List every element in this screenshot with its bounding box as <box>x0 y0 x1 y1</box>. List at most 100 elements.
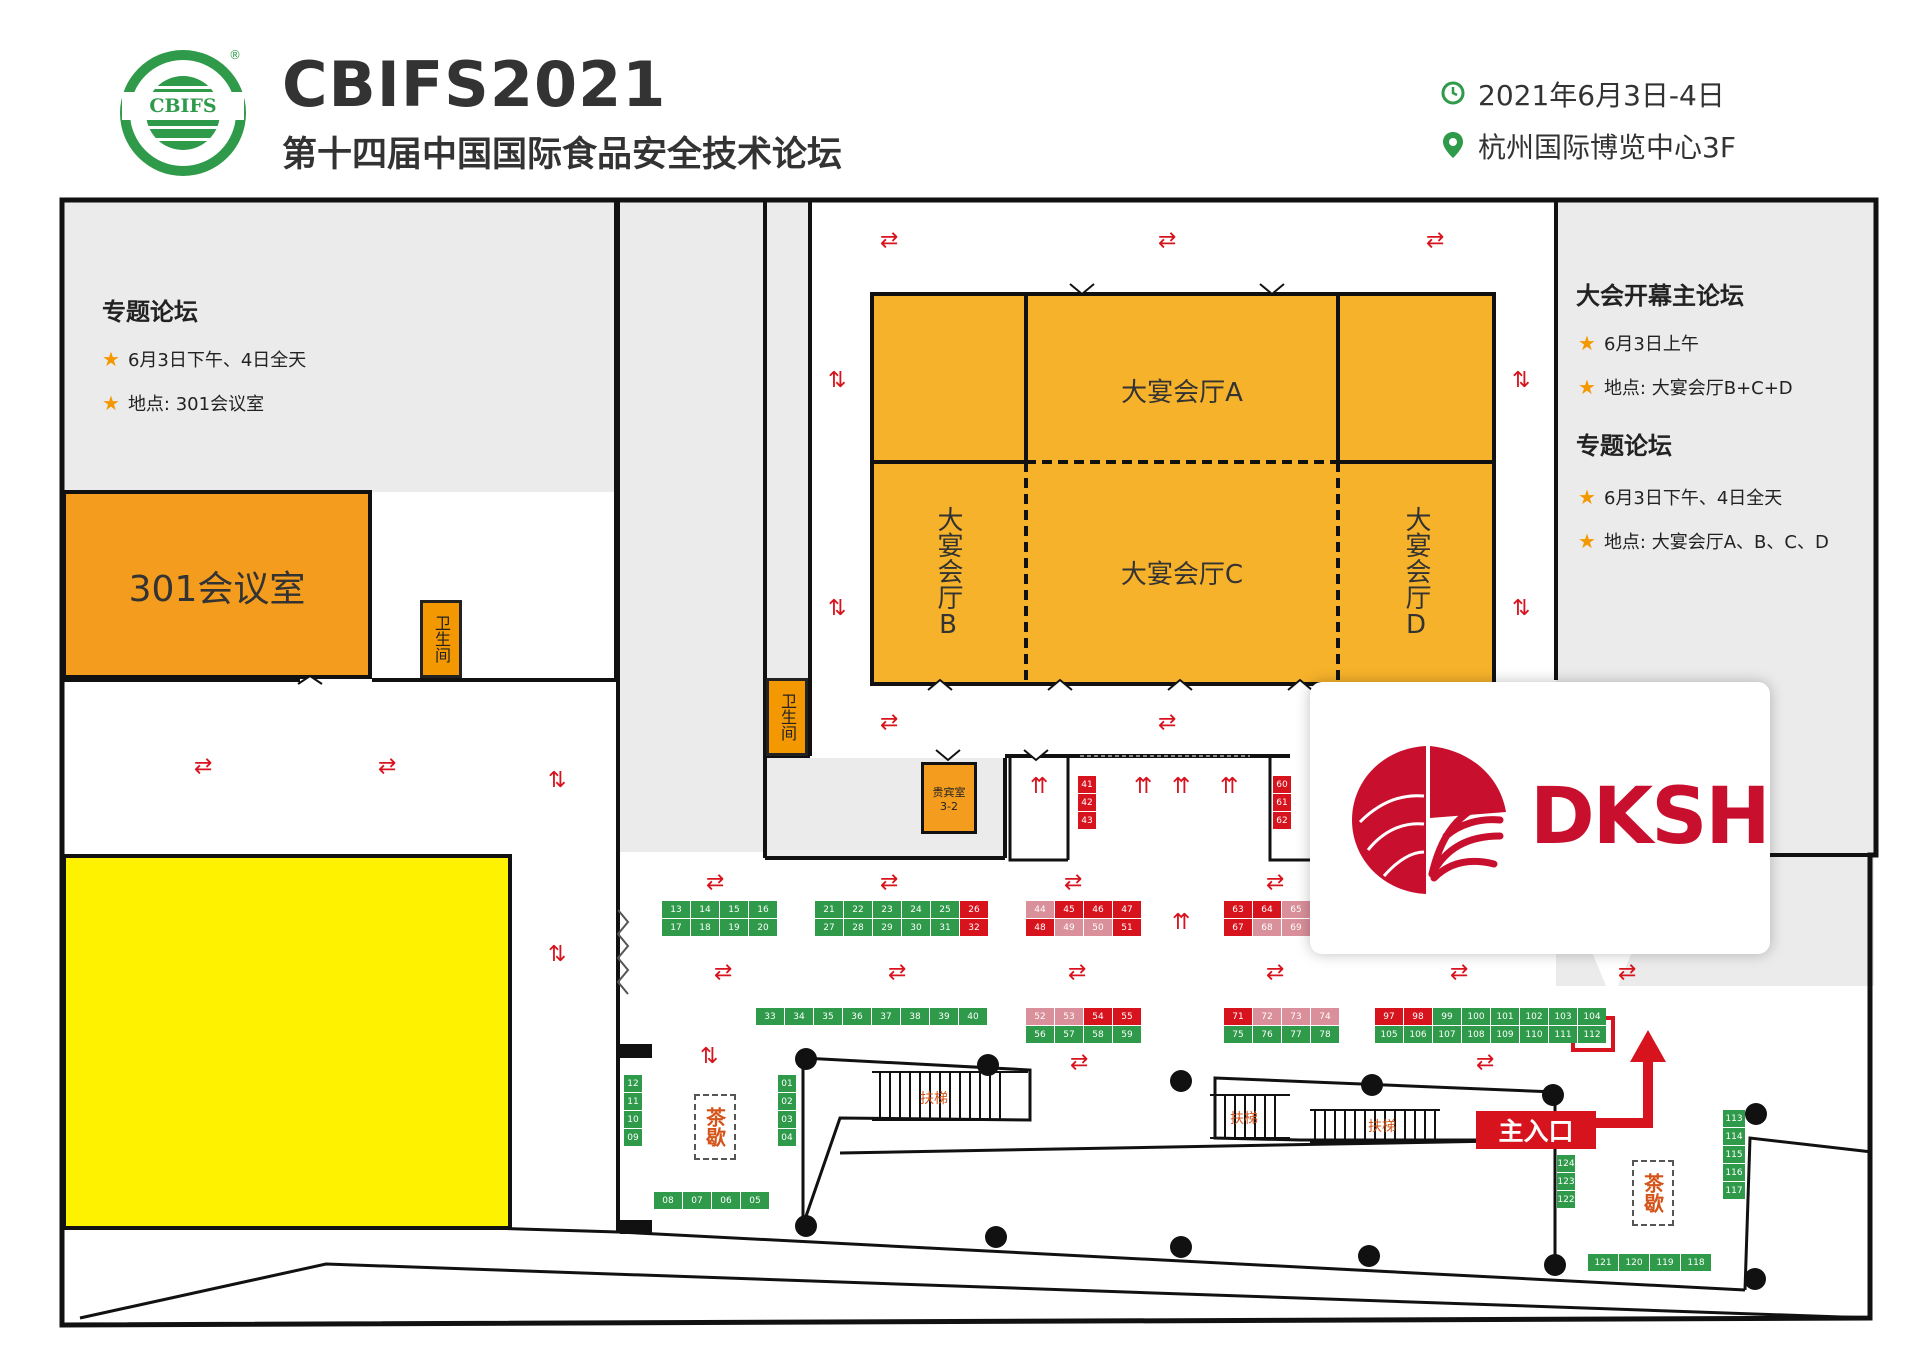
pillar <box>1542 1084 1564 1106</box>
pillar <box>977 1054 999 1076</box>
booth-63: 63 <box>1224 901 1252 918</box>
booth-76: 76 <box>1253 1026 1281 1043</box>
traffic-arrow-icon: ⇅ <box>1512 596 1531 621</box>
traffic-arrow-icon: ⇅ <box>700 1044 719 1069</box>
location-pin-icon <box>1443 132 1463 158</box>
booth-54: 54 <box>1084 1008 1112 1025</box>
tea-break-2: 茶歇 <box>1632 1160 1674 1226</box>
booth-77: 77 <box>1282 1026 1310 1043</box>
booth-56: 56 <box>1026 1026 1054 1043</box>
booth-08: 08 <box>654 1192 682 1209</box>
star-icon: ★ <box>1578 331 1596 355</box>
traffic-arrow-icon: ⇈ <box>1172 910 1191 935</box>
traffic-arrow-icon: ⇄ <box>1064 870 1083 895</box>
pillar <box>1744 1268 1766 1290</box>
traffic-arrow-icon: ⇄ <box>1070 1050 1089 1075</box>
booth-123: 123 <box>1557 1173 1575 1190</box>
booth-05: 05 <box>741 1192 769 1209</box>
event-date: 2021年6月3日-4日 <box>1478 79 1725 112</box>
booth-45: 45 <box>1055 901 1083 918</box>
booth-26: 26 <box>960 901 988 918</box>
booth-101: 101 <box>1491 1008 1519 1025</box>
booth-124: 124 <box>1557 1155 1575 1172</box>
left-panel-item: ★地点: 301会议室 <box>102 391 265 415</box>
booth-69: 69 <box>1282 919 1310 936</box>
booth-119: 119 <box>1650 1254 1680 1271</box>
booth-14: 14 <box>691 901 719 918</box>
room-301-label: 301会议室 <box>128 569 306 610</box>
logo-text: CBIFS <box>149 95 217 117</box>
booth-21: 21 <box>815 901 843 918</box>
vip-room: 贵宾室 3-2 <box>921 762 977 834</box>
traffic-arrow-icon: ⇄ <box>1266 870 1285 895</box>
hall-c-label: 大宴会厅C <box>1120 560 1244 590</box>
traffic-arrow-icon: ⇄ <box>706 870 725 895</box>
booth-36: 36 <box>843 1008 871 1025</box>
booth-41: 41 <box>1078 776 1096 793</box>
pillar <box>795 1048 817 1070</box>
booth-121: 121 <box>1588 1254 1618 1271</box>
star-icon: ★ <box>102 347 120 371</box>
booth-71: 71 <box>1224 1008 1252 1025</box>
booth-113: 113 <box>1723 1110 1745 1127</box>
booth-108: 108 <box>1462 1026 1490 1043</box>
booth-29: 29 <box>873 919 901 936</box>
booth-13: 13 <box>662 901 690 918</box>
traffic-arrow-icon: ⇅ <box>828 368 847 393</box>
pillar <box>1170 1236 1192 1258</box>
traffic-arrow-icon: ⇈ <box>1220 774 1239 799</box>
booth-48: 48 <box>1026 919 1054 936</box>
booth-17: 17 <box>662 919 690 936</box>
booth-09: 09 <box>624 1129 642 1146</box>
booth-33: 33 <box>756 1008 784 1025</box>
booth-16: 16 <box>749 901 777 918</box>
toilet-2: 卫生间 <box>766 678 808 756</box>
booth-50: 50 <box>1084 919 1112 936</box>
booth-55: 55 <box>1113 1008 1141 1025</box>
vip-room-number: 3-2 <box>940 799 958 813</box>
booth-60: 60 <box>1273 776 1291 793</box>
booth-118: 118 <box>1681 1254 1711 1271</box>
booth-64: 64 <box>1253 901 1281 918</box>
dksh-palm-icon <box>1352 746 1506 894</box>
booth-12: 12 <box>624 1075 642 1092</box>
booth-67: 67 <box>1224 919 1252 936</box>
booth-109: 109 <box>1491 1026 1519 1043</box>
left-panel-title: 专题论坛 <box>102 298 198 326</box>
booth-43: 43 <box>1078 812 1096 829</box>
traffic-arrow-icon: ⇄ <box>1266 960 1285 985</box>
booth-112: 112 <box>1578 1026 1606 1043</box>
traffic-arrow-icon: ⇈ <box>1134 774 1153 799</box>
booth-74: 74 <box>1311 1008 1339 1025</box>
booth-102: 102 <box>1520 1008 1548 1025</box>
booth-25: 25 <box>931 901 959 918</box>
header: CBIFS ® CBIFS2021 第十四届中国国际食品安全技术论坛 2021年… <box>0 0 1920 190</box>
booth-22: 22 <box>844 901 872 918</box>
booth-117: 117 <box>1723 1182 1745 1199</box>
hall-a-label: 大宴会厅A <box>1121 378 1243 408</box>
booth-49: 49 <box>1055 919 1083 936</box>
hall-d-label: 大宴会厅D <box>1401 506 1431 640</box>
cbifs-logo: CBIFS <box>120 50 246 176</box>
booth-104: 104 <box>1578 1008 1606 1025</box>
traffic-arrow-icon: ⇄ <box>1450 960 1469 985</box>
dksh-logo-text: DKSH <box>1530 772 1771 862</box>
booth-116: 116 <box>1723 1164 1745 1181</box>
booth-62: 62 <box>1273 812 1291 829</box>
traffic-arrow-icon: ⇅ <box>1512 368 1531 393</box>
traffic-arrow-icon: ⇄ <box>888 960 907 985</box>
tea-break-1: 茶歇 <box>694 1094 736 1160</box>
pillar <box>1361 1074 1383 1096</box>
booth-01: 01 <box>778 1075 796 1092</box>
booth-59: 59 <box>1113 1026 1141 1043</box>
right-panel-item: ★6月3日下午、4日全天 <box>1578 485 1783 509</box>
booth-99: 99 <box>1433 1008 1461 1025</box>
right-panel-sub-title: 专题论坛 <box>1576 432 1672 460</box>
